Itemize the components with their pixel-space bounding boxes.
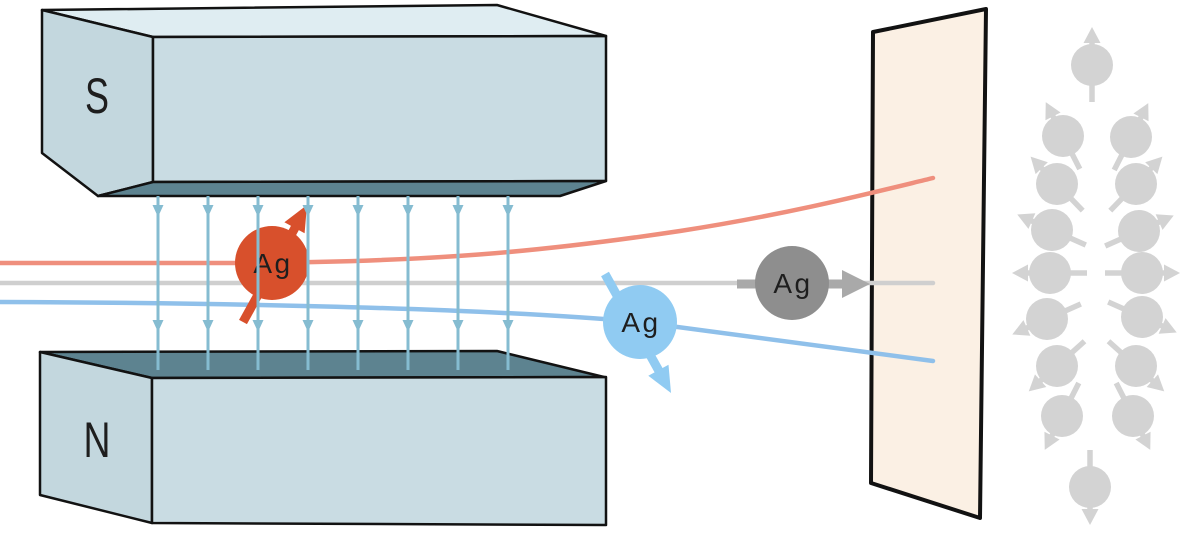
cluster-spin-arrowhead (1045, 102, 1061, 121)
cluster-atom (1112, 381, 1154, 450)
silver-atom-spin-down-circle (603, 285, 677, 359)
cluster-atom-circle (1026, 298, 1068, 340)
cluster-spin-arrowhead (1158, 318, 1177, 334)
cluster-spin-arrowhead (1146, 374, 1165, 392)
cluster-atom (1012, 298, 1082, 340)
cluster-spin-arrowhead (1017, 213, 1036, 229)
south-pole-label: S (85, 68, 109, 124)
silver-atom-spin-up: Ag (235, 205, 309, 325)
cluster-atom (1012, 252, 1087, 294)
cluster-atom (1069, 450, 1111, 525)
silver-atom-spin-down-label: Ag (621, 307, 660, 338)
spin-up-trajectory (0, 175, 936, 266)
magnet-north: N (38, 349, 608, 527)
cluster-atom-circle (1121, 252, 1163, 294)
cluster-atom (1041, 381, 1083, 450)
cluster-atom (1104, 210, 1174, 252)
cluster-atom-circle (1110, 116, 1152, 158)
cluster-atom (1106, 339, 1165, 392)
cluster-atom-circle (1041, 395, 1083, 437)
cluster-atom-circle (1036, 163, 1078, 205)
field-line-arrowhead (402, 320, 414, 332)
cluster-atom-circle (1071, 44, 1113, 86)
cluster-atom-circle (1069, 466, 1111, 508)
cluster-atom-circle (1121, 296, 1163, 338)
field-line-arrowhead (252, 205, 264, 217)
silver-atom-unpolarized-label: Ag (773, 268, 812, 299)
cluster-spin-arrowhead (1044, 431, 1060, 450)
magnet-south-front-face (151, 34, 608, 184)
detector-screen (869, 7, 988, 520)
cluster-atom-circle (1112, 395, 1154, 437)
field-line-arrowhead (302, 320, 314, 332)
cluster-atom-circle (1042, 115, 1084, 157)
cluster-atom-circle (1115, 345, 1157, 387)
field-line-arrowhead (352, 320, 364, 332)
cluster-atom-circle (1115, 163, 1157, 205)
cluster-atom (1107, 296, 1177, 338)
magnet-south: S (40, 3, 608, 198)
field-line-arrowhead (302, 205, 314, 217)
cluster-atom (1030, 156, 1085, 213)
cluster-atom (1028, 339, 1087, 392)
field-line-arrowhead (152, 205, 164, 217)
silver-atom-spin-up-circle (235, 226, 309, 300)
cluster-spin-arrowhead (1081, 509, 1099, 525)
field-line-arrowhead (252, 320, 264, 332)
magnet-south-bottom-face (96, 179, 608, 198)
cluster-spin-arrowhead (1012, 320, 1031, 336)
cluster-spin-arrowhead (1083, 27, 1101, 43)
cluster-spin-arrowhead (1145, 156, 1163, 175)
field-line-arrowhead (152, 320, 164, 332)
silver-atom-unpolarized-circle (755, 246, 829, 320)
cluster-atom-circle (1031, 209, 1073, 251)
spin-down-trajectory (0, 299, 936, 364)
cluster-atom (1110, 103, 1152, 172)
field-line-arrowhead (452, 320, 464, 332)
cluster-spin-arrowhead (1012, 264, 1028, 282)
velocity-arrowhead (842, 270, 870, 298)
field-line-arrowhead (202, 320, 214, 332)
field-line-arrowhead (402, 205, 414, 217)
cluster-atom (1071, 27, 1113, 102)
cluster-atom (1105, 252, 1180, 294)
field-line-arrowhead (352, 205, 364, 217)
cluster-spin-arrowhead (1028, 374, 1047, 392)
cluster-atom-circle (1036, 345, 1078, 387)
cluster-spin-arrowhead (1135, 431, 1151, 450)
random-spin-cluster (1012, 27, 1180, 525)
field-line-arrowhead (452, 205, 464, 217)
spin-down-arrowhead (648, 364, 671, 393)
cluster-atom (1017, 209, 1087, 251)
cluster-spin-arrowhead (1164, 264, 1180, 282)
magnet-north-front-face (150, 375, 608, 527)
field-lines (152, 196, 514, 370)
north-pole-label: N (84, 412, 111, 468)
silver-atom-unpolarized: Ag (737, 246, 870, 320)
cluster-atom-circle (1029, 252, 1071, 294)
cluster-spin-arrowhead (1030, 156, 1048, 175)
field-line-arrowhead (502, 320, 514, 332)
spin-up-arrowhead (284, 205, 307, 234)
cluster-atom (1108, 156, 1163, 213)
cluster-spin-arrowhead (1133, 103, 1149, 122)
silver-atom-spin-down: Ag (601, 271, 677, 393)
cluster-spin-arrowhead (1155, 214, 1174, 230)
cluster-atom-circle (1118, 210, 1160, 252)
field-line-arrowhead (502, 205, 514, 217)
cluster-atom (1042, 102, 1084, 171)
field-line-arrowhead (202, 205, 214, 217)
